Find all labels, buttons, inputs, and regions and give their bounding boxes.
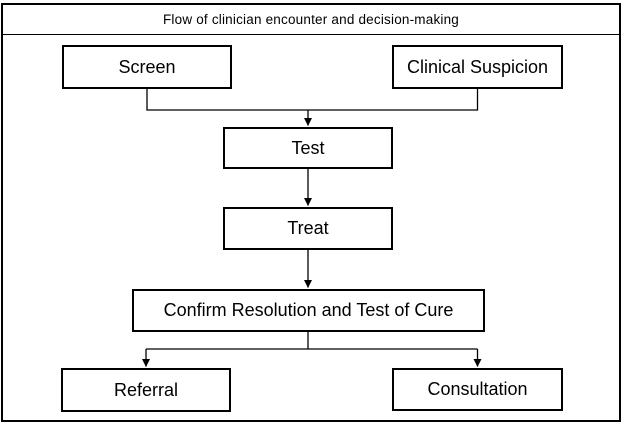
edge-screen-to-junction — [146, 88, 479, 111]
flowchart-node-referral: Referral — [61, 368, 231, 412]
flowchart-node-treat: Treat — [223, 207, 393, 250]
flowchart-node-consultation: Consultation — [392, 368, 563, 411]
flowchart-node-test: Test — [223, 127, 393, 169]
flowchart-node-clinical-suspicion: Clinical Suspicion — [392, 45, 563, 89]
diagram-title: Flow of clinician encounter and decision… — [3, 5, 619, 35]
flowchart-node-screen: Screen — [62, 45, 232, 89]
flowchart-node-confirm-resolution: Confirm Resolution and Test of Cure — [132, 289, 485, 332]
diagram-outer-frame: Flow of clinician encounter and decision… — [1, 3, 621, 422]
